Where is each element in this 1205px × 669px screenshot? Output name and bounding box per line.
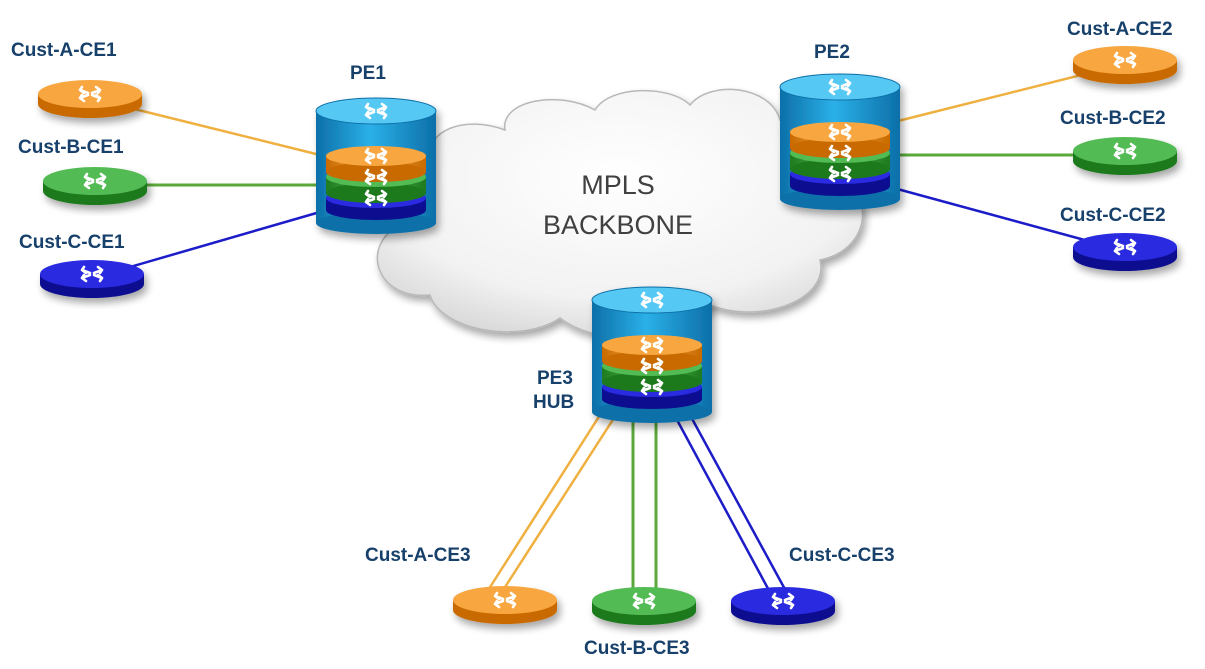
cust-b-ce3-label: Cust-B-CE3 <box>584 638 690 659</box>
cust-c-ce2-router[interactable] <box>1073 233 1177 271</box>
cust-b-ce1-router[interactable] <box>43 167 147 205</box>
pe1-label: PE1 <box>350 63 386 84</box>
cloud-label-line2: BACKBONE <box>543 210 693 240</box>
pe3-hub-label: HUB <box>533 392 575 413</box>
pe2-router[interactable] <box>779 73 901 210</box>
cust-b-ce2-label: Cust-B-CE2 <box>1060 108 1166 129</box>
cust-b-ce1-label: Cust-B-CE1 <box>18 137 124 158</box>
mpls-backbone-cloud <box>376 88 864 339</box>
cloud-label-line1: MPLS <box>581 170 655 200</box>
cust-c-ce1-label: Cust-C-CE1 <box>19 232 125 253</box>
pe3-label: PE3 <box>537 368 573 389</box>
cust-a-ce1-router[interactable] <box>38 80 142 118</box>
cust-c-ce3-label: Cust-C-CE3 <box>789 545 895 566</box>
cust-a-ce3-router[interactable] <box>453 586 557 624</box>
cust-c-ce3-router[interactable] <box>731 587 835 625</box>
link-a-ce3-pe3-1 <box>483 414 602 596</box>
pe3-router[interactable] <box>591 286 713 423</box>
cust-c-ce1-router[interactable] <box>40 260 144 298</box>
cust-a-ce3-label: Cust-A-CE3 <box>365 545 471 566</box>
pe2-label: PE2 <box>814 42 850 63</box>
cust-a-ce2-label: Cust-A-CE2 <box>1067 19 1173 40</box>
pe1-router[interactable] <box>315 97 437 234</box>
link-c-ce3-pe3-1 <box>674 417 774 597</box>
cust-c-ce2-label: Cust-C-CE2 <box>1060 205 1166 226</box>
link-c-ce3-pe3-2 <box>688 414 789 594</box>
cust-a-ce2-router[interactable] <box>1073 46 1177 84</box>
cust-b-ce2-router[interactable] <box>1073 137 1177 175</box>
cust-b-ce3-router[interactable] <box>592 587 696 625</box>
link-a-ce3-pe3-2 <box>496 417 616 599</box>
cust-a-ce1-label: Cust-A-CE1 <box>11 40 117 61</box>
